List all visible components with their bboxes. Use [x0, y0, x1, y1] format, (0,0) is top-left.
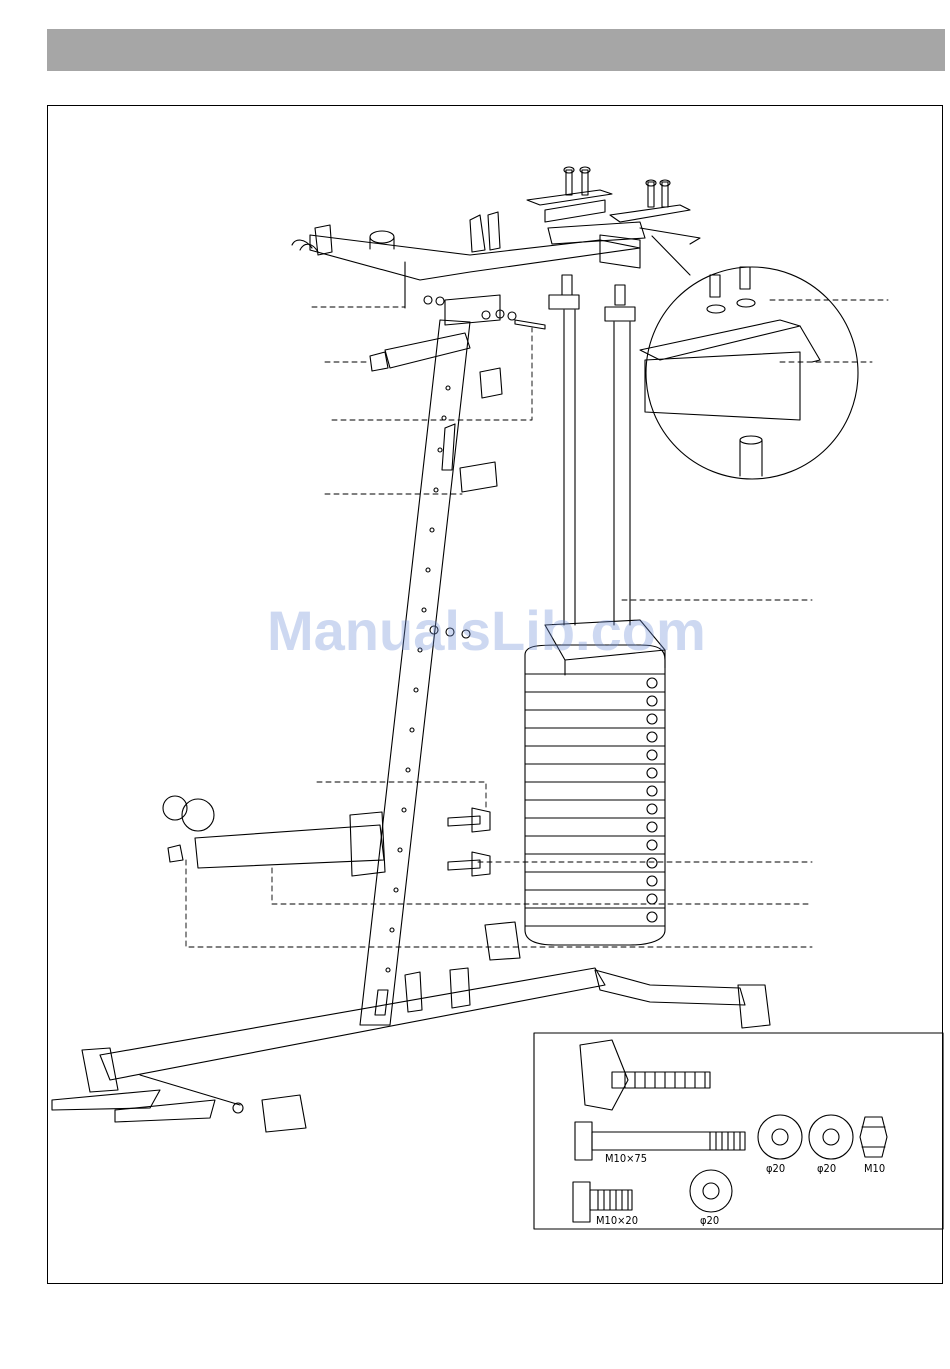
- top-bolts: [564, 167, 670, 207]
- washer-a-label: φ20: [766, 1162, 785, 1175]
- main-upright: [360, 320, 497, 1025]
- guide-rods: [549, 275, 635, 625]
- hardware-box: [534, 1033, 943, 1229]
- upper-arm-tube: [370, 333, 502, 398]
- bolt-long-icon: [575, 1122, 745, 1160]
- top-beam: [292, 212, 640, 308]
- upper-bracket: [424, 295, 545, 329]
- nut-label: M10: [864, 1162, 885, 1175]
- watermark: ManualsLib.com: [267, 599, 706, 662]
- washer-b-label: φ20: [817, 1162, 836, 1175]
- detail-callout: [640, 236, 858, 479]
- pop-pins: [448, 808, 490, 876]
- base-frame: [52, 922, 770, 1132]
- bolt-short-label: M10×20: [596, 1214, 638, 1227]
- t-knob-icon: [580, 1040, 710, 1110]
- bolt-long-label: M10×75: [605, 1152, 647, 1165]
- nut-icon: [860, 1117, 887, 1157]
- washer-b-icon: [809, 1115, 853, 1159]
- washer-c-icon: [690, 1170, 732, 1212]
- top-cross-bracket: [527, 190, 700, 268]
- weight-stack: [525, 645, 665, 945]
- leg-arm: [163, 796, 385, 876]
- washer-a-icon: [758, 1115, 802, 1159]
- washer-c-label: φ20: [700, 1214, 719, 1227]
